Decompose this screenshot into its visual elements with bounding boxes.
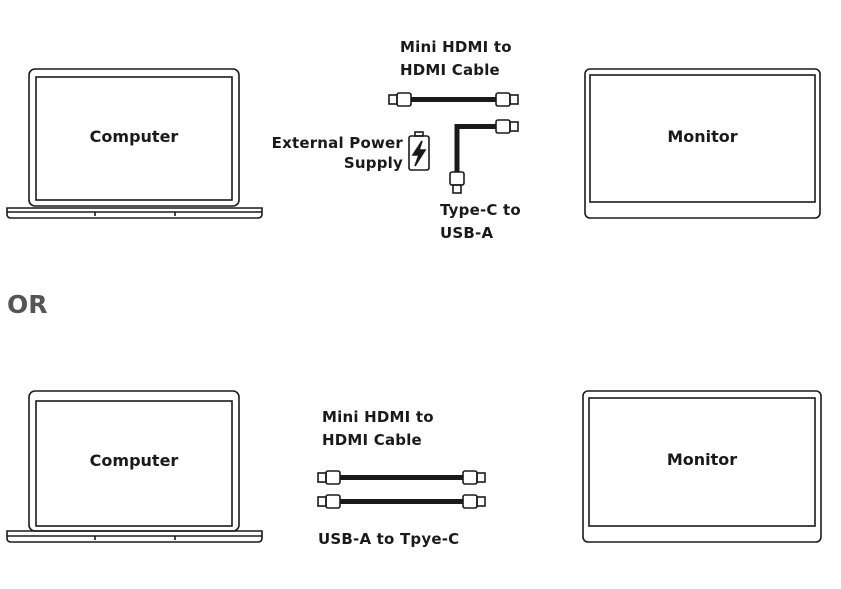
hdmi-cable-bottom xyxy=(317,470,486,485)
usb-cable-bottom xyxy=(317,494,486,509)
monitor-icon-bottom xyxy=(582,390,822,543)
hdmi-cable-label-bottom: Mini HDMI to HDMI Cable xyxy=(322,408,434,449)
laptop-icon-top xyxy=(6,68,263,219)
power-supply-label: External Power Supply xyxy=(271,134,403,172)
laptop-icon-bottom xyxy=(6,390,263,543)
monitor-label-bottom: Monitor xyxy=(666,450,738,469)
monitor-icon-top xyxy=(584,68,821,219)
or-separator: OR xyxy=(7,290,48,319)
laptop-label-bottom: Computer xyxy=(89,451,179,470)
usb-cable-label-bottom: USB-A to Tpye-C xyxy=(318,530,460,548)
typec-cable-label-top: Type-C to USB-A xyxy=(440,201,521,242)
hdmi-cable-top xyxy=(388,92,519,107)
monitor-label-top: Monitor xyxy=(667,127,738,146)
laptop-label-top: Computer xyxy=(89,127,179,146)
battery-charging-icon xyxy=(408,131,430,171)
typec-cable-top xyxy=(449,119,519,194)
hdmi-cable-label-top: Mini HDMI to HDMI Cable xyxy=(400,38,512,79)
